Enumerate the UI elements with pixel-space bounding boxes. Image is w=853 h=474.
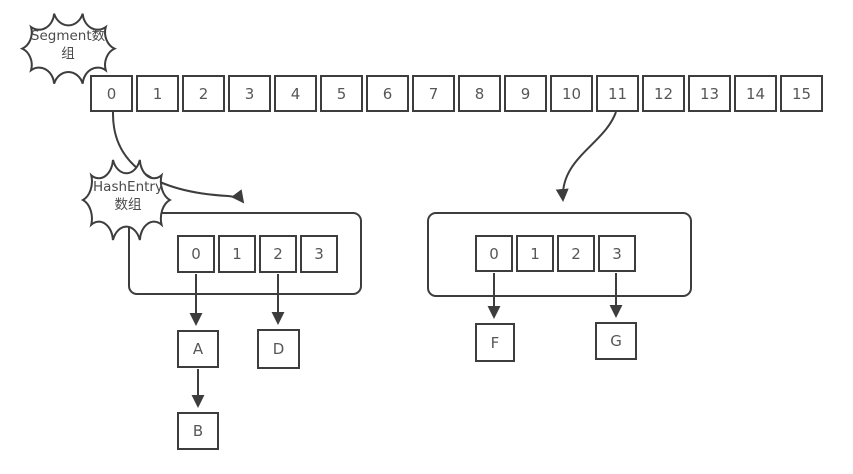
right-bucket-cell-1: 1 <box>516 235 554 272</box>
hashentry-array-right: 0 1 2 3 <box>475 235 636 272</box>
segment-cell-3: 3 <box>228 75 271 112</box>
segment-cell-2: 2 <box>182 75 225 112</box>
left-bucket-cell-3: 3 <box>300 235 338 273</box>
segment-cell-11: 11 <box>596 75 639 112</box>
node-f: F <box>475 323 515 362</box>
segment-cloud-label: Segment数组 <box>30 28 106 63</box>
node-g: G <box>595 322 637 360</box>
right-bucket-cell-2: 2 <box>557 235 595 272</box>
node-b: B <box>177 412 219 450</box>
segment-cell-15: 15 <box>780 75 823 112</box>
node-d: D <box>257 329 300 369</box>
segment-cell-14: 14 <box>734 75 777 112</box>
hashentry-cloud-label: HashEntry数组 <box>93 179 163 214</box>
segment-cell-5: 5 <box>320 75 363 112</box>
arrow-segment11-to-right-bucket <box>555 111 617 202</box>
segment-cell-13: 13 <box>688 75 731 112</box>
segment-cell-4: 4 <box>274 75 317 112</box>
segment-cell-0: 0 <box>90 75 133 112</box>
segment-array: 0 1 2 3 4 5 6 7 8 9 10 11 12 13 14 15 <box>90 75 823 112</box>
segment-cell-12: 12 <box>642 75 685 112</box>
right-bucket-cell-0: 0 <box>475 235 513 272</box>
left-bucket-cell-2: 2 <box>259 235 297 273</box>
segment-cell-10: 10 <box>550 75 593 112</box>
node-a: A <box>177 330 219 368</box>
left-bucket-cell-1: 1 <box>218 235 256 273</box>
hashentry-array-left: 0 1 2 3 <box>177 235 338 273</box>
left-bucket-cell-0: 0 <box>177 235 215 273</box>
right-bucket-cell-3: 3 <box>598 235 636 272</box>
segment-cell-8: 8 <box>458 75 501 112</box>
segment-cell-7: 7 <box>412 75 455 112</box>
segment-cell-1: 1 <box>136 75 179 112</box>
segment-cell-9: 9 <box>504 75 547 112</box>
segment-cell-6: 6 <box>366 75 409 112</box>
